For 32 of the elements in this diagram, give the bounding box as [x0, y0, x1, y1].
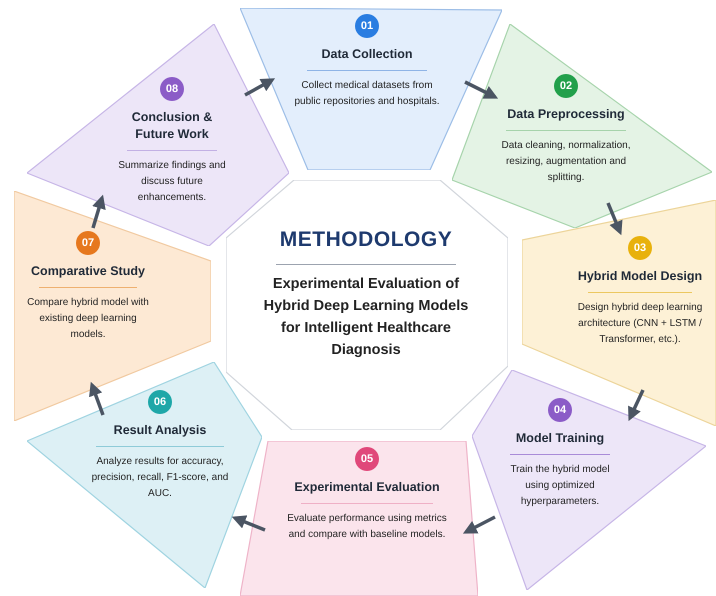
- step-description: Compare hybrid model with existing deep learning models.: [27, 296, 149, 342]
- step-description: Evaluate performance using metrics and compare with baseline models.: [286, 512, 448, 542]
- arrow: [462, 515, 496, 534]
- step-title: Result Analysis: [114, 422, 206, 439]
- arrow: [606, 202, 622, 236]
- step-description: Analyze results for accuracy, precision, recall, F1-score, and AUC.: [90, 455, 230, 501]
- subtitle: Experimental Evaluation of Hybrid Deep Learning Models for Intelligent Healthcare Diagnosis: [262, 274, 470, 360]
- step-description: Data cleaning, normalization, resizing, augmentation and splitting.: [500, 139, 632, 185]
- arrow: [244, 78, 276, 97]
- step-title: Conclusion & Future Work: [130, 109, 214, 143]
- heading: METHODOLOGY: [280, 227, 452, 253]
- step-title: Data Collection: [322, 46, 412, 63]
- diamond-panel: [27, 362, 262, 588]
- step-title: Data Preprocessing: [507, 106, 625, 123]
- trapezoid-panel: [240, 441, 478, 596]
- arrow: [91, 194, 106, 228]
- diamond-panel: [472, 370, 706, 590]
- pentagon-panel: [14, 191, 211, 421]
- octagon-panel: [226, 180, 508, 430]
- arrow: [464, 80, 498, 99]
- step-title: Hybrid Model Design: [578, 268, 702, 285]
- step-title: Comparative Study: [31, 263, 145, 280]
- arrow: [232, 515, 266, 532]
- step-description: Design hybrid deep learning architecture (CNN + LSTM / Transformer, etc.).: [576, 301, 704, 347]
- step-description: Collect medical datasets from public repositories and hospitals.: [293, 79, 441, 109]
- step-title: Model Training: [516, 430, 604, 447]
- step-title: Experimental Evaluation: [294, 479, 440, 496]
- step-description: Summarize findings and discuss future enhancements.: [117, 159, 227, 205]
- step-description: Train the hybrid model using optimized hyperparameters.: [509, 463, 611, 509]
- pentagon-panel: [522, 200, 716, 426]
- trapezoid-panel: [240, 8, 502, 170]
- diamond-panel: [452, 24, 712, 228]
